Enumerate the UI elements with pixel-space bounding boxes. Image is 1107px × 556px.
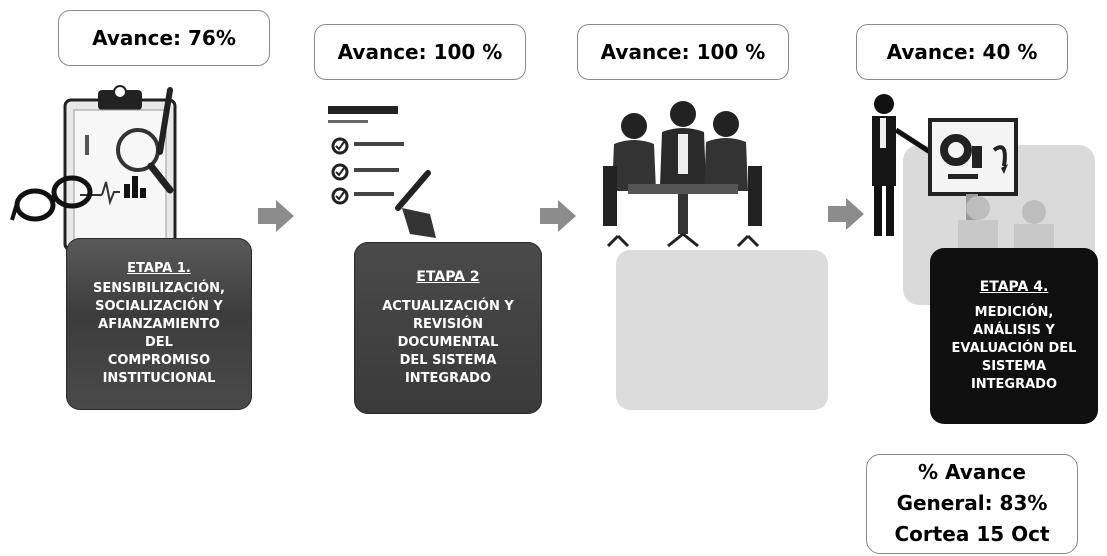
general-line-2: General: 83%	[896, 491, 1048, 515]
general-progress-box: % Avance General: 83% Cortea 15 Oct	[866, 454, 1078, 554]
stage-4-title: ETAPA 4.	[979, 279, 1049, 295]
general-line-1: % Avance	[918, 460, 1026, 484]
stage-1-title: ETAPA 1.	[127, 261, 191, 276]
general-line-3: Cortea 15 Oct	[894, 522, 1050, 546]
stage-1-card: ETAPA 1. SENSIBILIZACIÓN, SOCIALIZACIÓN …	[66, 238, 252, 410]
clipboard-glasses-icon	[10, 85, 177, 252]
stage-2-title: ETAPA 2	[416, 269, 480, 285]
arrow-right-icon	[540, 200, 576, 232]
stage-3-avance: Avance: 100 %	[577, 24, 789, 80]
stage-4-avance: Avance: 40 %	[856, 24, 1068, 80]
arrow-right-icon	[258, 200, 294, 232]
stage-4-description: MEDICIÓN, ANÁLISIS Y EVALUACIÓN DEL SIST…	[951, 305, 1077, 392]
stage-2-description: ACTUALIZACIÓN Y REVISIÓN DOCUMENTAL DEL …	[382, 299, 514, 386]
stage-2-avance: Avance: 100 %	[314, 24, 526, 80]
stage-2-card: ETAPA 2 ACTUALIZACIÓN Y REVISIÓN DOCUMEN…	[354, 242, 542, 414]
team-meeting-icon	[603, 101, 762, 248]
arrow-right-icon	[828, 198, 864, 230]
stage-4-card: ETAPA 4. MEDICIÓN, ANÁLISIS Y EVALUACIÓN…	[930, 248, 1098, 424]
stage-1-description: SENSIBILIZACIÓN, SOCIALIZACIÓN Y AFIANZA…	[93, 281, 225, 386]
stage-3-card	[616, 250, 828, 410]
stage-1-avance: Avance: 76%	[58, 10, 270, 66]
checklist-icon	[328, 106, 436, 238]
